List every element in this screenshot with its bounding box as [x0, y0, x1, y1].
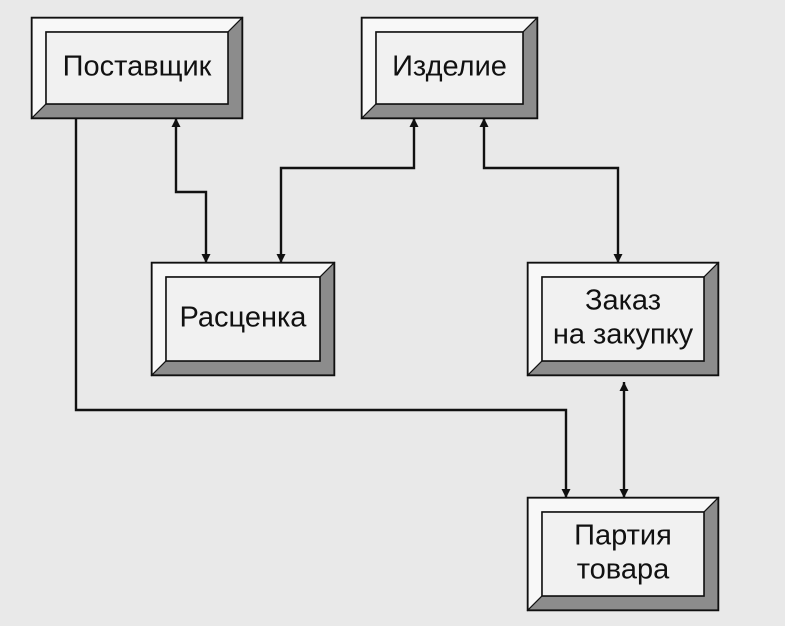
label-goods-batch-line-1: Партия: [574, 520, 672, 552]
box-face-pricing: [165, 276, 321, 362]
label-pricing-line-1: Расценка: [180, 302, 308, 334]
box-face-purchase-order: [541, 276, 705, 362]
connectors: [74, 118, 629, 498]
label-purchase-order-line-2: на закупку: [553, 319, 694, 351]
box-face-supplier: [45, 31, 229, 105]
entity-box-product: Изделие: [360, 16, 539, 120]
entity-box-pricing: Расценка: [150, 261, 336, 377]
label-goods-batch-line-2: товара: [577, 554, 670, 586]
box-face-product: [375, 31, 524, 105]
connector-product-order: [479, 118, 623, 263]
connector-supplier-pricing: [171, 118, 211, 263]
connector-product-pricing: [276, 118, 419, 263]
connector-supplier-batch: [74, 118, 571, 498]
box-face-goods-batch: [541, 511, 705, 597]
label-purchase-order-line-1: Заказ: [585, 285, 661, 317]
label-product-line-1: Изделие: [392, 51, 507, 83]
label-supplier-line-1: Поставщик: [63, 51, 212, 83]
entity-box-supplier: Поставщик: [30, 16, 244, 120]
